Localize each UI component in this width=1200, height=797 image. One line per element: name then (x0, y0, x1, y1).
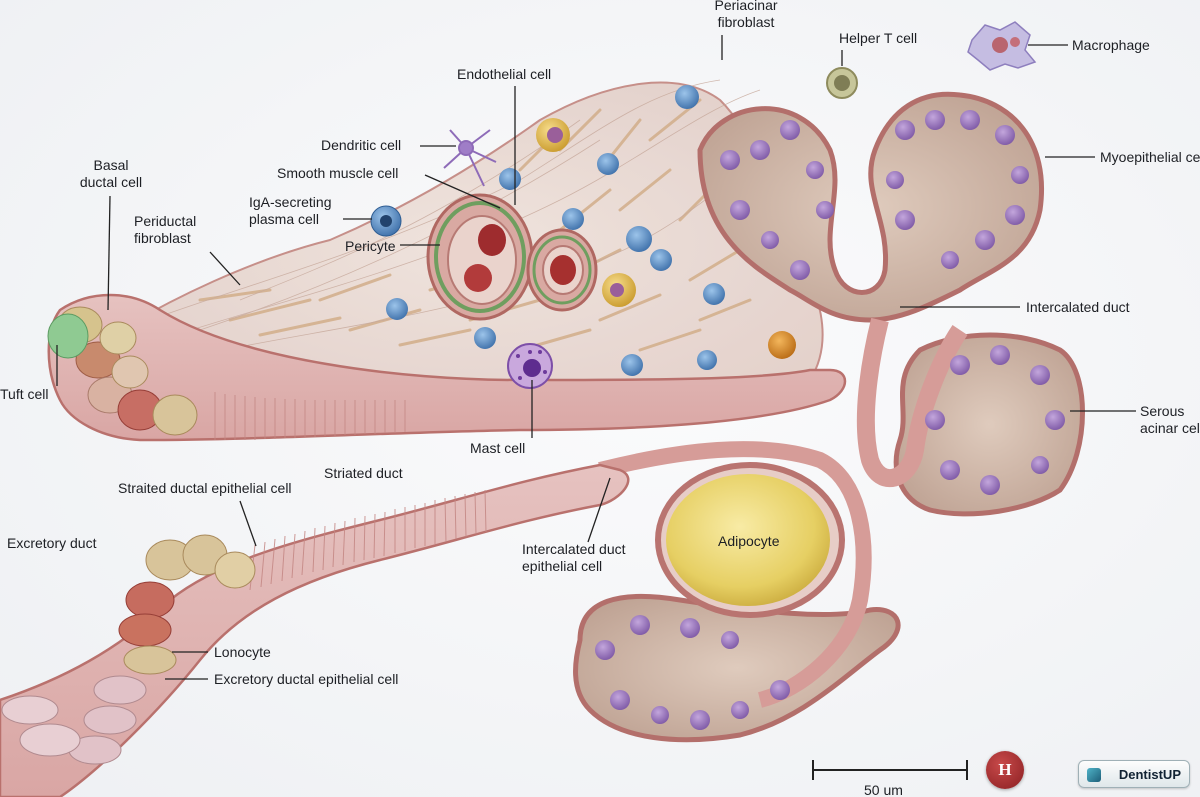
label-macrophage: Macrophage (1072, 37, 1150, 53)
label-intercalated-epithelial-line1: Intercalated duct (522, 541, 626, 557)
label-basal-ductal-line1: Basal (93, 157, 129, 173)
label-striated-ductal-epithelial-cell: Straited ductal epithelial cell (118, 480, 292, 496)
excretory-cells (1, 534, 256, 765)
label-striated-duct: Striated duct (324, 465, 403, 481)
label-serous-acinar-line2: acinar cell (1140, 420, 1200, 436)
label-periductal-fibroblast-line2: fibroblast (134, 230, 191, 246)
label-tuft-cell: Tuft cell (0, 386, 49, 402)
lower-striated-duct (0, 463, 630, 797)
upper-striated-duct (47, 293, 847, 442)
label-smooth-muscle-cell: Smooth muscle cell (277, 165, 399, 181)
brand-name: DentistUP (1118, 767, 1181, 782)
label-serous-acinar-line1: Serous (1140, 403, 1185, 419)
label-helper-t-cell: Helper T cell (839, 30, 918, 46)
label-periacinar-fibroblast-line2: fibroblast (717, 14, 775, 30)
label-iga-plasma-line1: IgA-secreting (249, 194, 332, 210)
mast-cell-shape (507, 343, 553, 389)
acinus-lower (573, 593, 901, 743)
macrophage-shape (967, 21, 1037, 71)
intercalated-duct-tube (856, 317, 968, 488)
acinar-nuclei (595, 110, 1065, 730)
label-intercalated-epithelial-line2: epithelial cell (522, 558, 603, 574)
scale-bar-label: 50 um (864, 782, 903, 797)
label-periacinar-fibroblast: Periacinar fibroblast (706, 0, 786, 31)
immune-cells (370, 85, 796, 376)
label-iga-plasma-line2: plasma cell (249, 211, 320, 227)
label-excretory-duct: Excretory duct (7, 535, 97, 551)
fibroblast-strands (198, 98, 752, 352)
label-basal-ductal-line2: ductal cell (79, 174, 143, 190)
tuft-cell-shape (47, 313, 89, 359)
scale-bar (812, 760, 968, 780)
label-periductal-fibroblast-line1: Periductal (134, 213, 197, 229)
lower-duct-striations (249, 489, 487, 591)
label-mast-cell: Mast cell (470, 440, 526, 456)
label-intercalated-duct-epithelial-cell: Intercalated duct epithelial cell (522, 541, 626, 575)
adipocyte-lipid (666, 474, 830, 606)
dendritic-cell-shape (443, 129, 497, 187)
brand-icon (1087, 768, 1101, 782)
ductal-end-cells (47, 306, 198, 436)
label-basal-ductal-cell: Basal ductal cell (72, 157, 150, 191)
upper-duct-striations (214, 392, 406, 440)
dentistup-brand-link[interactable]: DentistUP (1078, 760, 1190, 788)
label-iga-plasma-cell: IgA-secreting plasma cell (249, 194, 331, 228)
intercalated-duct-tube-lower (598, 441, 872, 708)
helper-t-cell-shape (826, 67, 858, 99)
label-dendritic-cell: Dendritic cell (321, 137, 402, 153)
h-badge-logo: H (986, 751, 1024, 789)
label-myoepithelial-cell: Myoepithelial cell (1100, 149, 1200, 165)
label-periductal-fibroblast: Periductal fibroblast (134, 213, 196, 247)
label-endothelial-cell: Endothelial cell (457, 66, 552, 82)
label-pericyte: Pericyte (345, 238, 396, 254)
leader-lines (56, 35, 1136, 680)
label-periacinar-fibroblast-line1: Periacinar (714, 0, 778, 13)
label-serous-acinar-cell: Serous acinar cell (1140, 403, 1200, 437)
blood-vessel-small (526, 228, 598, 312)
label-excretory-ductal-epithelial-cell: Excretory ductal epithelial cell (214, 671, 399, 687)
label-intercalated-duct: Intercalated duct (1026, 299, 1130, 315)
label-adipocyte: Adipocyte (718, 533, 780, 549)
blood-vessel-large (426, 193, 534, 321)
label-lonocyte: Lonocyte (214, 644, 271, 660)
